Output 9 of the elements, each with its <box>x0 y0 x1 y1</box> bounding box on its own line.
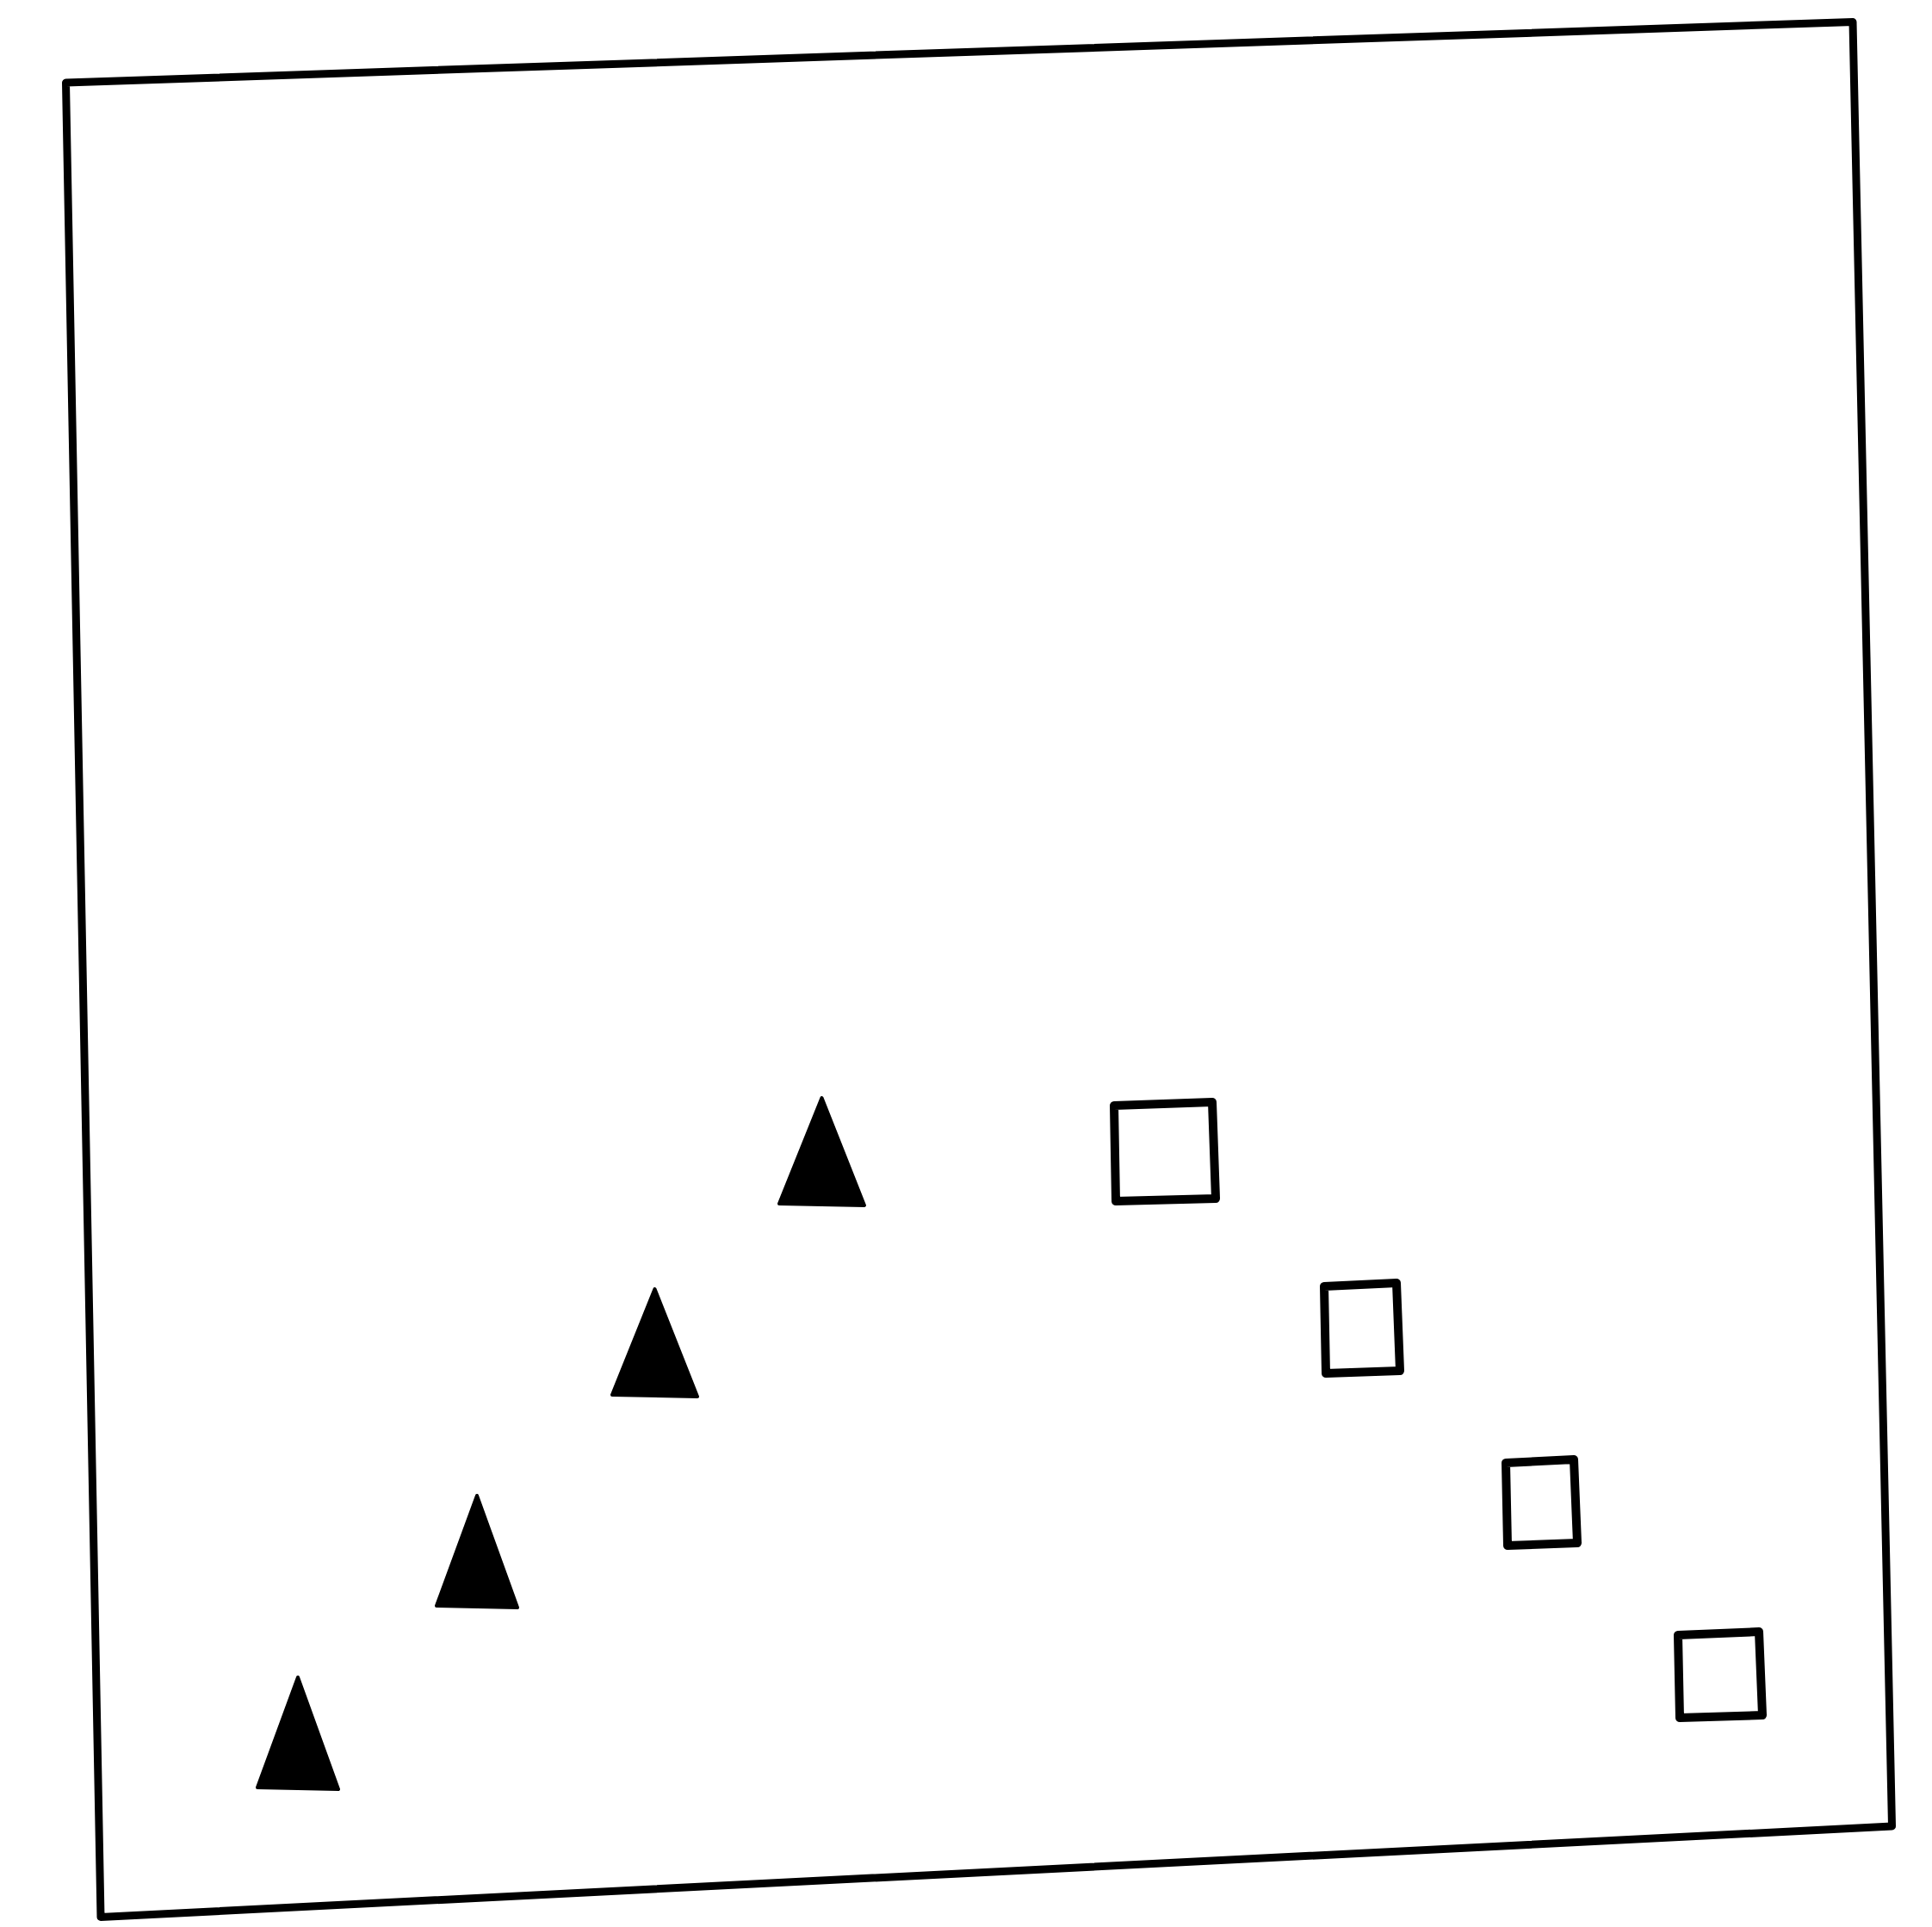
square-marker <box>1672 1627 1767 1722</box>
triangle-marker <box>255 1676 341 1792</box>
square-marker <box>1500 1455 1582 1550</box>
triangle-marker <box>610 1287 700 1399</box>
square-marker <box>1318 1279 1404 1378</box>
frame-border <box>62 18 1896 1921</box>
triangle-marker <box>777 1096 867 1208</box>
square-marker <box>1108 1098 1220 1205</box>
triangle-marker <box>434 1494 520 1610</box>
